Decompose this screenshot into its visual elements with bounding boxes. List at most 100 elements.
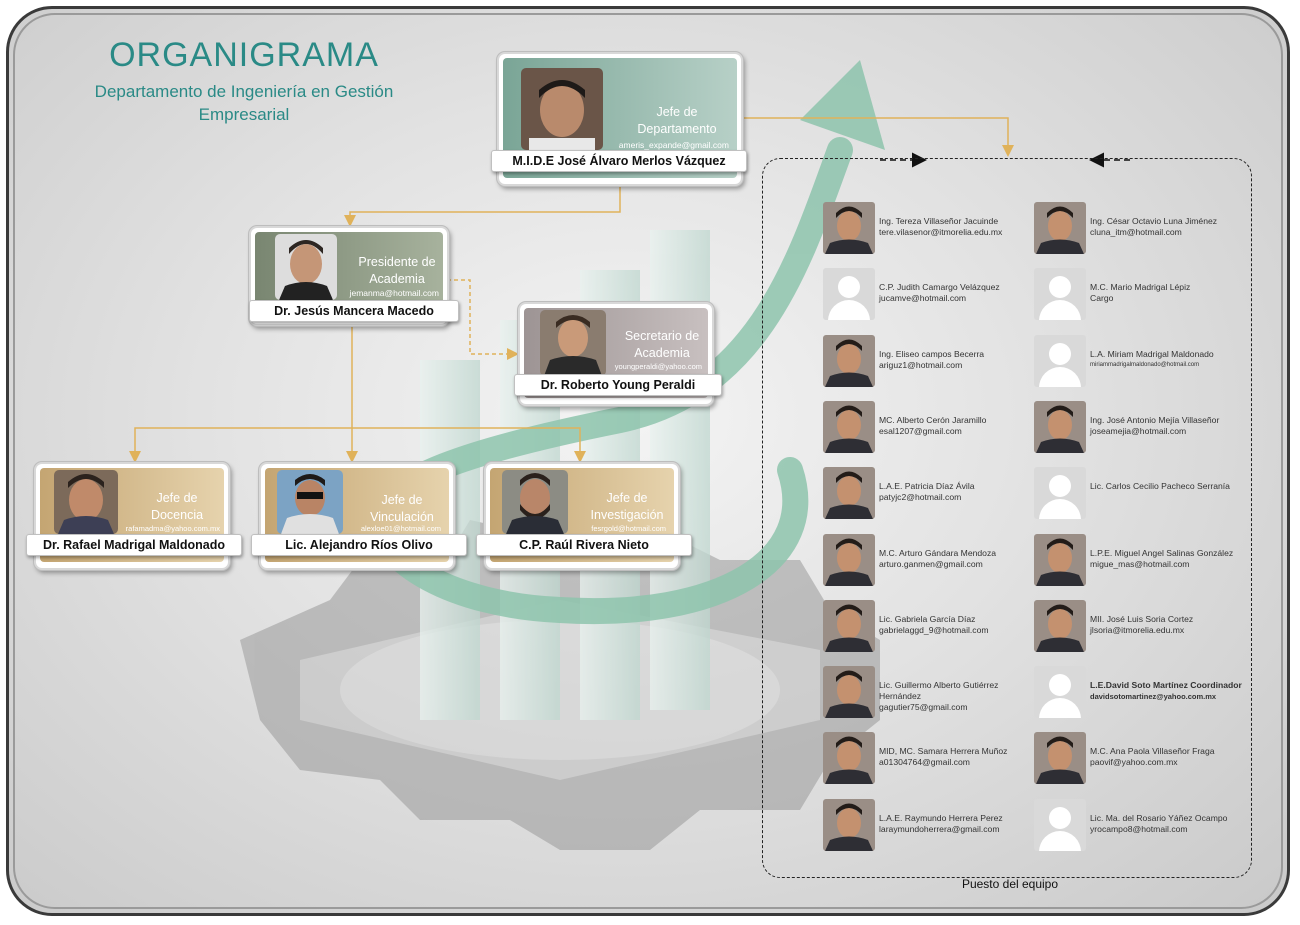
person-photo-icon [502, 470, 568, 534]
team-member-email[interactable]: paovif@yahoo.com.mx [1090, 757, 1178, 768]
team-member-email[interactable]: tere.vilasenor@itmorelia.edu.mx [879, 227, 1003, 237]
section-role: Jefe de Vinculación [370, 493, 434, 524]
person-photo-icon [1034, 533, 1086, 586]
person-photo-icon [1034, 732, 1086, 785]
team-member-email[interactable]: gagutier75@gmail.com [879, 702, 968, 713]
team-member-email[interactable]: yrocampo8@hotmail.com [1090, 823, 1188, 834]
person-photo-icon [277, 470, 343, 534]
team-box [762, 158, 1252, 878]
section-photo [54, 470, 118, 534]
section-name: Lic. Alejandro Ríos Olivo [251, 534, 467, 556]
team-member-name: Ing. José Antonio Mejía Villaseñor [1090, 414, 1220, 425]
team-member-email[interactable]: cluna_itm@hotmail.com [1090, 227, 1182, 237]
academy-secretary-email[interactable]: youngperaldi@yahoo.com [614, 362, 702, 371]
team-member-name: Ing. Tereza Villaseñor Jacuinde [879, 216, 999, 226]
team-member-name: L.A.E. Raymundo Herrera Perez [879, 812, 1003, 823]
connector-lines [129, 117, 1014, 463]
team-member-email[interactable]: a01304764@gmail.com [879, 757, 970, 768]
team-member-email[interactable]: ariguz1@hotmail.com [879, 359, 963, 370]
person-photo-icon [823, 599, 875, 652]
team-member-email[interactable]: joseamejia@hotmail.com [1090, 425, 1187, 436]
team-member-name: L.A. Miriam Madrigal Maldonado [1090, 348, 1214, 359]
team-member-text: Lic. Carlos Cecilio Pacheco Serranía [1090, 481, 1250, 492]
team-member: L.A. Miriam Madrigal Maldonado miriammadr… [1034, 334, 1244, 389]
team-member-name: Lic. Gabriela García Díaz [879, 613, 976, 624]
team-member-name: Lic. Guillermo Alberto Gutiérrez Hernánd… [879, 680, 999, 702]
team-member-email[interactable]: jucamve@hotmail.com [879, 293, 967, 304]
team-member-name: L.P.E. Miguel Angel Salinas González [1090, 547, 1234, 558]
team-member-name: MID, MC. Samara Herrera Muñoz [879, 746, 1008, 757]
team-member-name: MC. Alberto Cerón Jaramillo [879, 414, 987, 425]
academy-president-card: Presidente de Academia jemanma@hotmail.c… [249, 226, 459, 326]
academy-president-name: Dr. Jesús Mancera Macedo [249, 300, 459, 322]
avatar-placeholder-icon [1034, 798, 1086, 851]
team-member-name: Ing. Eliseo campos Becerra [879, 348, 985, 359]
person-photo-icon [275, 234, 337, 300]
chief-photo [521, 68, 603, 150]
team-member-name: C.P. Judith Camargo Velázquez [879, 282, 1000, 293]
person-photo-icon [823, 533, 875, 586]
team-member-email[interactable]: gabrielaggd_9@hotmail.com [879, 624, 989, 635]
team-member-email[interactable]: arturo.ganmen@gmail.com [879, 558, 983, 569]
person-photo-icon [521, 68, 603, 150]
chief-email[interactable]: ameris_expande@gmail.com [618, 140, 729, 150]
person-photo-icon [823, 666, 875, 719]
team-member-name: M.C. Ana Paola Villaseñor Fraga [1090, 746, 1215, 757]
academy-secretary-role: Secretario de Academia [624, 329, 700, 360]
chief-name: M.I.D.E José Álvaro Merlos Vázquez [491, 150, 747, 172]
section-email[interactable]: fesrgold@hotmail.com [591, 524, 666, 533]
team-member-email[interactable]: patyjc2@hotmail.com [879, 492, 962, 503]
chief-card: Jefe de Departamento ameris_expande@gmai… [491, 52, 747, 186]
team-member-name: MII. José Luis Soria Cortez [1090, 613, 1194, 624]
section-photo [277, 470, 343, 534]
avatar-placeholder-icon [1034, 268, 1086, 321]
team-label: Puesto del equipo [961, 877, 1059, 891]
section-role: Jefe de Investigación [590, 491, 664, 522]
academy-secretary-name: Dr. Roberto Young Peraldi [514, 374, 722, 396]
team-member: Lic. Guillermo Alberto Gutiérrez Hernánd… [823, 666, 1033, 720]
team-member-email[interactable]: Cargo [1090, 293, 1114, 304]
academy-president-email[interactable]: jemanma@hotmail.com [349, 288, 439, 298]
avatar-placeholder-icon [1034, 666, 1086, 719]
section-email[interactable]: rafamadma@yahoo.com.mx [125, 524, 220, 533]
team-member-name: Lic. Ma. del Rosario Yáñez Ocampo [1090, 812, 1228, 823]
person-photo-icon [540, 310, 606, 376]
page-title: ORGANIGRAMA [109, 36, 379, 74]
person-photo-icon [823, 798, 875, 851]
avatar-placeholder-icon [1034, 467, 1086, 520]
team-member-email[interactable]: jlsoria@itmorelia.edu.mx [1090, 624, 1185, 635]
section-email[interactable]: alexloe01@hotmail.com [360, 524, 441, 533]
team-member-email[interactable]: migue_mas@hotmail.com [1090, 558, 1190, 569]
academy-president-photo [275, 234, 337, 300]
academy-secretary-card: Secretario de Academia youngperaldi@yaho… [514, 302, 722, 406]
person-photo-icon [1034, 400, 1086, 453]
team-member-email[interactable]: esal1207@gmail.com [879, 425, 962, 436]
frame-inner-border [13, 13, 1283, 909]
team-member-email[interactable]: laraymundoherrera@gmail.com [879, 823, 1000, 834]
team-member-email[interactable]: miriammadrigalmaldonado@hotmail.com [1090, 361, 1200, 368]
person-photo-icon [1034, 599, 1086, 652]
team-member-text: Lic. Guillermo Alberto Gutiérrez Hernánd… [879, 680, 1039, 713]
team-member-email[interactable]: davidsotomartinez@yahoo.com.mx [1090, 692, 1217, 702]
